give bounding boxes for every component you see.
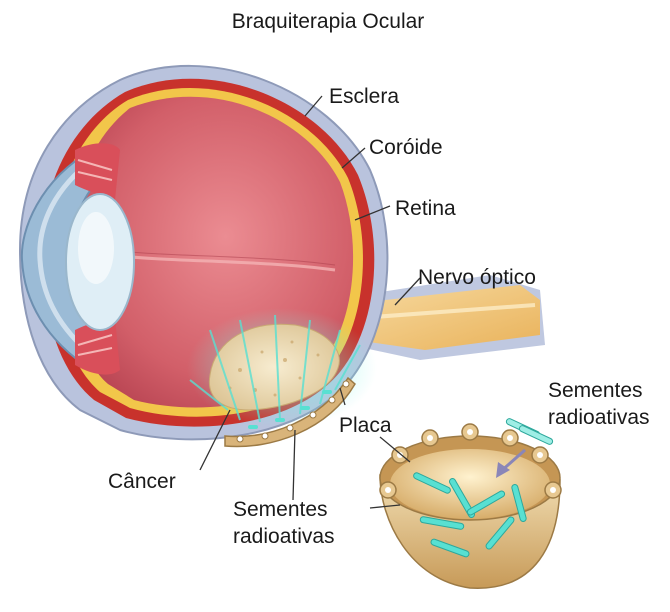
label-seeds-main-2: radioativas	[233, 525, 335, 548]
label-choroid: Coróide	[369, 136, 443, 159]
label-optic-nerve: Nervo óptico	[418, 266, 536, 289]
label-cancer: Câncer	[108, 470, 176, 493]
label-plaque: Placa	[339, 414, 392, 437]
label-retina: Retina	[395, 197, 456, 220]
diagram-title: Braquiterapia Ocular	[232, 10, 425, 33]
label-seeds-inset-1: Sementes	[548, 379, 643, 402]
tumor	[187, 308, 377, 428]
label-seeds-main-1: Sementes	[233, 498, 328, 521]
label-sclera: Esclera	[329, 85, 399, 108]
plaque-inset	[380, 418, 561, 589]
label-seeds-inset-2: radioativas	[548, 406, 650, 429]
